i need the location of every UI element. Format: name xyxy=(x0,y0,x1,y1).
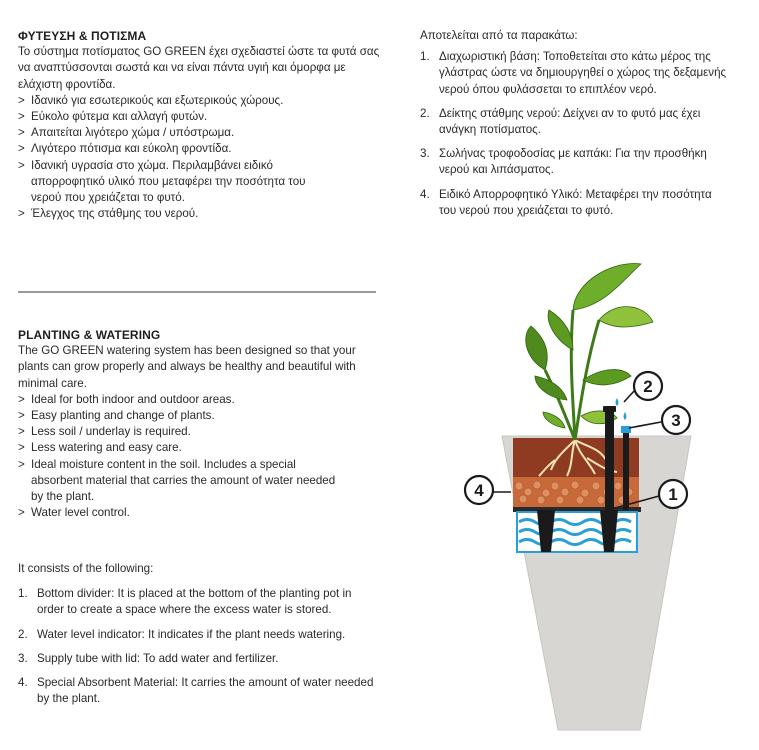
callout-3: 3 xyxy=(660,404,692,436)
list-item: Λιγότερο πότισμα και εύκολη φροντίδα. xyxy=(18,141,338,157)
list-item: 2.Δείκτης στάθμης νερού: Δείχνει αν το φ… xyxy=(420,106,701,137)
list-item: Less watering and easy care. xyxy=(18,440,348,456)
list-item: 2.Water level indicator: It indicates if… xyxy=(18,627,346,641)
callout-4: 4 xyxy=(463,474,495,506)
list-item: Water level control. xyxy=(18,505,348,521)
svg-text:3: 3 xyxy=(671,411,680,430)
list-item: Ideal for both indoor and outdoor areas. xyxy=(18,392,348,408)
greek-intro-section: ΦΥΤΕΥΣΗ & ΠΟΤΙΣΜΑ Το σύστημα ποτίσματος … xyxy=(18,28,388,223)
greek-section-title: ΦΥΤΕΥΣΗ & ΠΟΤΙΣΜΑ xyxy=(18,29,147,43)
water-level-indicator xyxy=(623,426,629,510)
list-item: 1.Bottom divider: It is placed at the bo… xyxy=(18,587,352,617)
callout-1: 1 xyxy=(657,478,689,510)
english-components-section: It consists of the following: 1.Bottom d… xyxy=(18,561,398,715)
list-item: Εύκολο φύτεμα και αλλαγή φυτών. xyxy=(18,109,338,125)
list-item: 4.Special Absorbent Material: It carries… xyxy=(18,676,374,706)
supply-tube xyxy=(605,410,614,510)
svg-text:4: 4 xyxy=(474,481,484,500)
list-item: Απαιτείται λιγότερο χώμα / υπόστρωμα. xyxy=(18,125,338,141)
svg-text:1: 1 xyxy=(668,485,677,504)
english-intro-section: PLANTING & WATERING The GO GREEN waterin… xyxy=(18,327,388,522)
greek-components-list: 1.Διαχωριστική βάση: Τοποθετείται στο κά… xyxy=(420,49,730,219)
english-components-list: 1.Bottom divider: It is placed at the bo… xyxy=(18,586,378,707)
plant-leaves xyxy=(525,263,654,429)
english-benefits-list: Ideal for both indoor and outdoor areas.… xyxy=(18,392,348,522)
list-item: 3.Supply tube with lid: To add water and… xyxy=(18,651,279,665)
list-item: Less soil / underlay is required. xyxy=(18,424,348,440)
svg-text:2: 2 xyxy=(643,377,652,396)
callout-2: 2 xyxy=(632,370,664,402)
list-item: Easy planting and change of plants. xyxy=(18,408,348,424)
list-item: Ideal moisture content in the soil. Incl… xyxy=(18,457,348,506)
self-watering-pot-illustration: 2 3 1 4 xyxy=(463,263,692,731)
bottom-divider xyxy=(513,507,641,512)
list-item: Ιδανική υγρασία στο χώμα. Περιλαμβάνει ε… xyxy=(18,158,338,207)
section-divider xyxy=(18,291,376,293)
list-item: 3.Σωλήνας τροφοδοσίας με καπάκι: Για την… xyxy=(420,147,707,177)
list-item: 1.Διαχωριστική βάση: Τοποθετείται στο κά… xyxy=(420,50,727,96)
english-consists-heading: It consists of the following: xyxy=(18,562,154,575)
greek-consists-heading: Αποτελείται από τα παρακάτω: xyxy=(420,29,578,42)
list-item: 4.Ειδικό Απορροφητικό Υλικό: Μεταφέρει τ… xyxy=(420,187,712,217)
greek-benefits-list: Ιδανικό για εσωτερικούς και εξωτερικούς … xyxy=(18,93,338,223)
greek-intro-text: Το σύστημα ποτίσματος GO GREEN έχει σχεδ… xyxy=(18,45,380,91)
list-item: Έλεγχος της στάθμης του νερού. xyxy=(18,206,338,222)
greek-components-section: Αποτελείται από τα παρακάτω: 1.Διαχωριστ… xyxy=(420,28,750,227)
english-intro-text: The GO GREEN watering system has been de… xyxy=(18,344,356,390)
english-section-title: PLANTING & WATERING xyxy=(18,328,161,342)
list-item: Ιδανικό για εσωτερικούς και εξωτερικούς … xyxy=(18,93,338,109)
